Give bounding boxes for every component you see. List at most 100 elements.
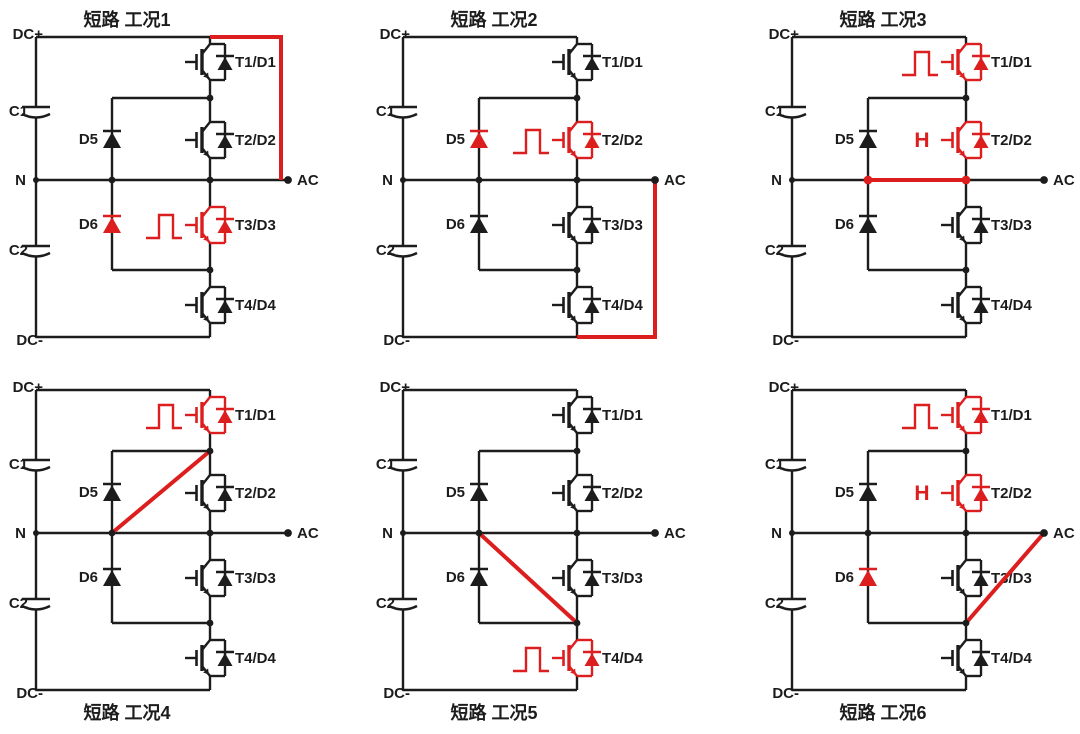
- igbt-t1-emitter-arrow: [570, 425, 576, 432]
- igbt-t3-diode-triangle: [973, 573, 989, 586]
- igbt-t2-label: T2/D2: [602, 485, 643, 502]
- neutral-rail-junction-dot: [400, 530, 406, 536]
- circuit-title: 短路 工况5: [450, 702, 537, 723]
- dc-plus-label: DC+: [769, 379, 800, 396]
- igbt-t1: [552, 42, 601, 82]
- ac-terminal-dot: [284, 529, 292, 537]
- igbt-t1: [185, 395, 234, 435]
- clamp-diode-d5-label: D5: [79, 131, 98, 148]
- gate-pulse-waveform: [146, 403, 182, 430]
- igbt-t2-diode-triangle: [584, 135, 600, 148]
- igbt-t3-emitter-arrow: [959, 235, 965, 242]
- circuit-title: 短路 工况6: [839, 702, 926, 723]
- igbt-t4-diode-triangle: [217, 300, 233, 313]
- clamp-diode-d5-triangle: [470, 485, 488, 501]
- clamp-neutral-junction-dot-active: [863, 175, 873, 185]
- igbt-t3: [941, 205, 990, 245]
- upper-junction-dot: [573, 94, 581, 102]
- cap-c1-plate-bottom: [388, 112, 418, 119]
- clamp-neutral-junction-dot: [864, 529, 872, 537]
- midpoint-junction-dot: [573, 176, 581, 184]
- igbt-t1-diode-triangle: [973, 410, 989, 423]
- clamp-diode-d5-triangle: [103, 132, 121, 148]
- cap-c2-label: C2: [376, 595, 395, 612]
- clamp-diode-d6-label: D6: [835, 569, 854, 586]
- igbt-t4-diode-triangle: [973, 300, 989, 313]
- igbt-t3: [941, 558, 990, 598]
- igbt-t2: [941, 120, 990, 160]
- igbt-t4-emitter-arrow: [203, 668, 209, 675]
- igbt-t3-label: T3/D3: [235, 217, 276, 234]
- igbt-t4-label: T4/D4: [235, 650, 277, 667]
- dc-plus-label: DC+: [380, 26, 411, 43]
- neutral-label: N: [771, 525, 782, 542]
- igbt-t4-emitter-arrow: [203, 315, 209, 322]
- cap-c1-label: C1: [765, 103, 784, 120]
- igbt-t2-diode-triangle: [973, 135, 989, 148]
- cap-c2-label: C2: [765, 595, 784, 612]
- upper-junction-dot: [962, 94, 970, 102]
- clamp-diode-d5-label: D5: [446, 484, 465, 501]
- lower-junction-dot: [206, 619, 214, 627]
- clamp-diode-d5-label: D5: [835, 131, 854, 148]
- dc-minus-label: DC-: [16, 685, 43, 702]
- dc-minus-label: DC-: [772, 685, 799, 702]
- igbt-t2: [552, 473, 601, 513]
- igbt-t4: [552, 638, 601, 678]
- igbt-t2-diode-triangle: [217, 135, 233, 148]
- igbt-t4-label: T4/D4: [602, 297, 644, 314]
- igbt-t1: [941, 395, 990, 435]
- igbt-t3-emitter-arrow: [203, 588, 209, 595]
- ac-terminal-dot: [1040, 529, 1048, 537]
- igbt-t1-emitter-arrow: [570, 72, 576, 79]
- circuit-title: 短路 工况1: [83, 9, 170, 30]
- clamp-diode-d5-triangle: [859, 485, 877, 501]
- igbt-t1: [552, 395, 601, 435]
- igbt-t1: [941, 42, 990, 82]
- neutral-label: N: [15, 525, 26, 542]
- igbt-t2-emitter-arrow: [959, 503, 965, 510]
- cap-c1-plate-bottom: [21, 112, 51, 119]
- clamp-diode-d6-label: D6: [446, 216, 465, 233]
- igbt-t4: [552, 285, 601, 325]
- neutral-rail-junction-dot: [789, 530, 795, 536]
- cap-c2-label: C2: [9, 242, 28, 259]
- neutral-label: N: [382, 525, 393, 542]
- cap-c2-plate-bottom: [388, 604, 418, 611]
- igbt-t3: [185, 558, 234, 598]
- igbt-t2-label: T2/D2: [991, 132, 1032, 149]
- igbt-t1-label: T1/D1: [991, 407, 1032, 424]
- igbt-t2-emitter-arrow: [959, 150, 965, 157]
- igbt-t2-diode-triangle: [584, 488, 600, 501]
- lower-junction-dot: [962, 619, 970, 627]
- cap-c2-plate-bottom: [777, 251, 807, 258]
- clamp-diode-d6-triangle: [859, 217, 877, 233]
- igbt-t3-diode-triangle: [584, 573, 600, 586]
- igbt-t2: [185, 120, 234, 160]
- igbt-t1-emitter-arrow: [203, 72, 209, 79]
- igbt-t4: [941, 638, 990, 678]
- gate-pulse-waveform: [513, 128, 549, 155]
- midpoint-junction-dot: [573, 529, 581, 537]
- igbt-t3-emitter-arrow: [959, 588, 965, 595]
- igbt-t1-diode-triangle: [584, 57, 600, 70]
- igbt-t1-emitter-arrow: [959, 425, 965, 432]
- igbt-t2-emitter-arrow: [203, 503, 209, 510]
- dc-plus-label: DC+: [380, 379, 411, 396]
- clamp-diode-d6-label: D6: [79, 216, 98, 233]
- dc-minus-label: DC-: [383, 332, 410, 349]
- midpoint-junction-dot-active: [961, 175, 971, 185]
- igbt-t2-label: T2/D2: [235, 132, 276, 149]
- short-circuit-path-dc_plus_to_ac: [210, 35, 283, 180]
- igbt-t1-diode-triangle: [973, 57, 989, 70]
- short-circuit-path-n_to_lower_junction: [477, 531, 579, 625]
- igbt-t2: [185, 473, 234, 513]
- igbt-t4-emitter-arrow: [570, 668, 576, 675]
- igbt-t1-emitter-arrow: [959, 72, 965, 79]
